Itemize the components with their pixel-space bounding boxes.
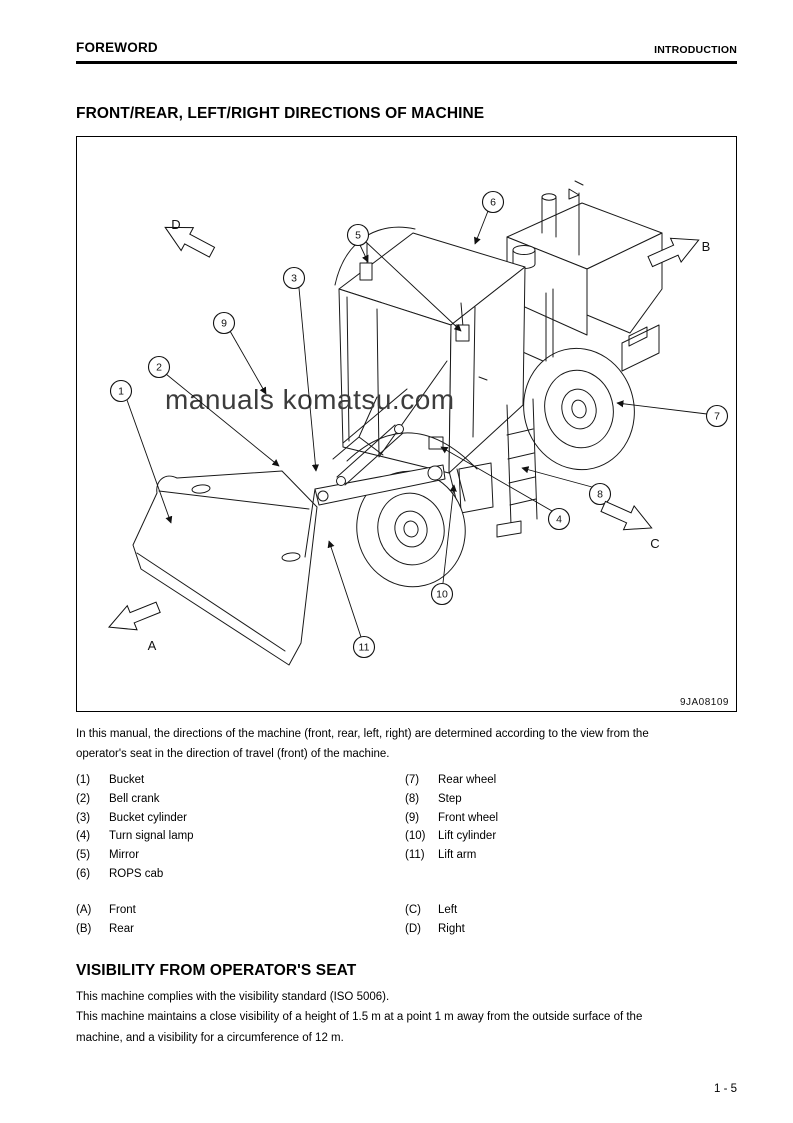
arrow-label-b: B (702, 239, 711, 254)
parts-list-left: (1)Bucket (2)Bell crank (3)Bucket cylind… (76, 771, 406, 884)
callout-10: 10 (430, 582, 454, 606)
wheel-loader-line-art (132, 180, 663, 666)
callout-9: 9 (212, 311, 236, 335)
visibility-line-3: machine, and a visibility for a circumfe… (76, 1031, 344, 1044)
parts-list-right: (7)Rear wheel (8)Step (9)Front wheel (10… (405, 771, 735, 865)
visibility-line-2: This machine maintains a close visibilit… (76, 1011, 643, 1024)
callout-4: 4 (547, 507, 571, 531)
figure-frame: manuals komatsu.com 1 2 3 (76, 136, 737, 712)
list-item: (4)Turn signal lamp (76, 830, 194, 843)
callout-3: 3 (282, 266, 306, 290)
header-left: FOREWORD (76, 40, 158, 55)
svg-text:10: 10 (436, 589, 448, 601)
svg-text:6: 6 (490, 197, 496, 209)
callout-1: 1 (109, 379, 133, 403)
callout-8: 8 (588, 482, 612, 506)
section-title-directions: FRONT/REAR, LEFT/RIGHT DIRECTIONS OF MAC… (76, 105, 485, 122)
svg-text:5: 5 (355, 230, 361, 242)
lift-arm (314, 464, 446, 506)
list-item: (7)Rear wheel (405, 774, 497, 786)
arrow-label-c: C (650, 536, 659, 551)
step (496, 398, 538, 538)
bucket (132, 470, 318, 666)
callouts: 1 2 3 4 5 6 7 8 9 10 11 (109, 190, 729, 659)
callout-5: 5 (346, 223, 370, 247)
svg-text:3: 3 (291, 273, 297, 285)
svg-text:2: 2 (156, 362, 162, 374)
list-item: (C)Left (405, 904, 458, 916)
list-item: (2)Bell crank (76, 792, 160, 805)
list-item: (5)Mirror (76, 849, 140, 862)
bucket-cylinder (336, 424, 404, 486)
direction-list-right: (C)Left (D)Right (405, 901, 735, 939)
list-item: (8)Step (405, 792, 462, 805)
callout-2: 2 (147, 355, 171, 379)
list-item: (A)Front (76, 904, 136, 916)
arrow-label-a: A (148, 638, 157, 653)
section-title-visibility: VISIBILITY FROM OPERATOR'S SEAT (76, 962, 357, 979)
intro-paragraph: In this manual, the directions of the ma… (76, 724, 738, 765)
svg-text:4: 4 (556, 514, 562, 526)
callout-11: 11 (352, 635, 376, 659)
arrow-d-icon (158, 215, 219, 265)
page-number: 1 - 5 (713, 1083, 737, 1095)
list-item: (3)Bucket cylinder (76, 811, 187, 824)
rear-wheel (523, 347, 635, 471)
svg-text:9: 9 (221, 318, 227, 330)
visibility-text: This machine complies with the visibilit… (76, 987, 738, 1048)
bell-crank (332, 396, 384, 460)
machine-figure: manuals komatsu.com 1 2 3 (103, 180, 729, 708)
front-wheel (356, 470, 466, 588)
list-item: (B)Rear (76, 922, 134, 935)
intro-line-1: In this manual, the directions of the ma… (76, 728, 649, 740)
list-item: (10)Lift cylinder (405, 830, 497, 843)
list-item: (11)Lift arm (405, 849, 477, 862)
direction-list-left: (A)Front (B)Rear (76, 901, 406, 939)
figure-code: 9JA08109 (680, 697, 729, 708)
direction-arrows: D B C A (103, 215, 711, 653)
leader-lines (126, 210, 708, 638)
svg-text:7: 7 (714, 411, 720, 423)
svg-text:11: 11 (359, 642, 370, 654)
arrow-label-d: D (171, 217, 180, 232)
turn-signal-lamp (428, 436, 444, 450)
list-item: (D)Right (405, 922, 465, 935)
callout-6: 6 (481, 190, 505, 214)
arrow-a-icon (103, 594, 164, 640)
svg-text:1: 1 (118, 386, 124, 398)
list-item: (6)ROPS cab (76, 867, 164, 880)
list-item: (9)Front wheel (405, 811, 499, 824)
intro-line-2: operator's seat in the direction of trav… (76, 748, 390, 761)
svg-text:8: 8 (597, 489, 603, 501)
callout-7: 7 (705, 404, 729, 428)
list-item: (1)Bucket (76, 774, 145, 786)
visibility-line-1: This machine complies with the visibilit… (76, 991, 390, 1003)
header-rule (76, 61, 737, 64)
header-right: INTRODUCTION (654, 44, 737, 56)
